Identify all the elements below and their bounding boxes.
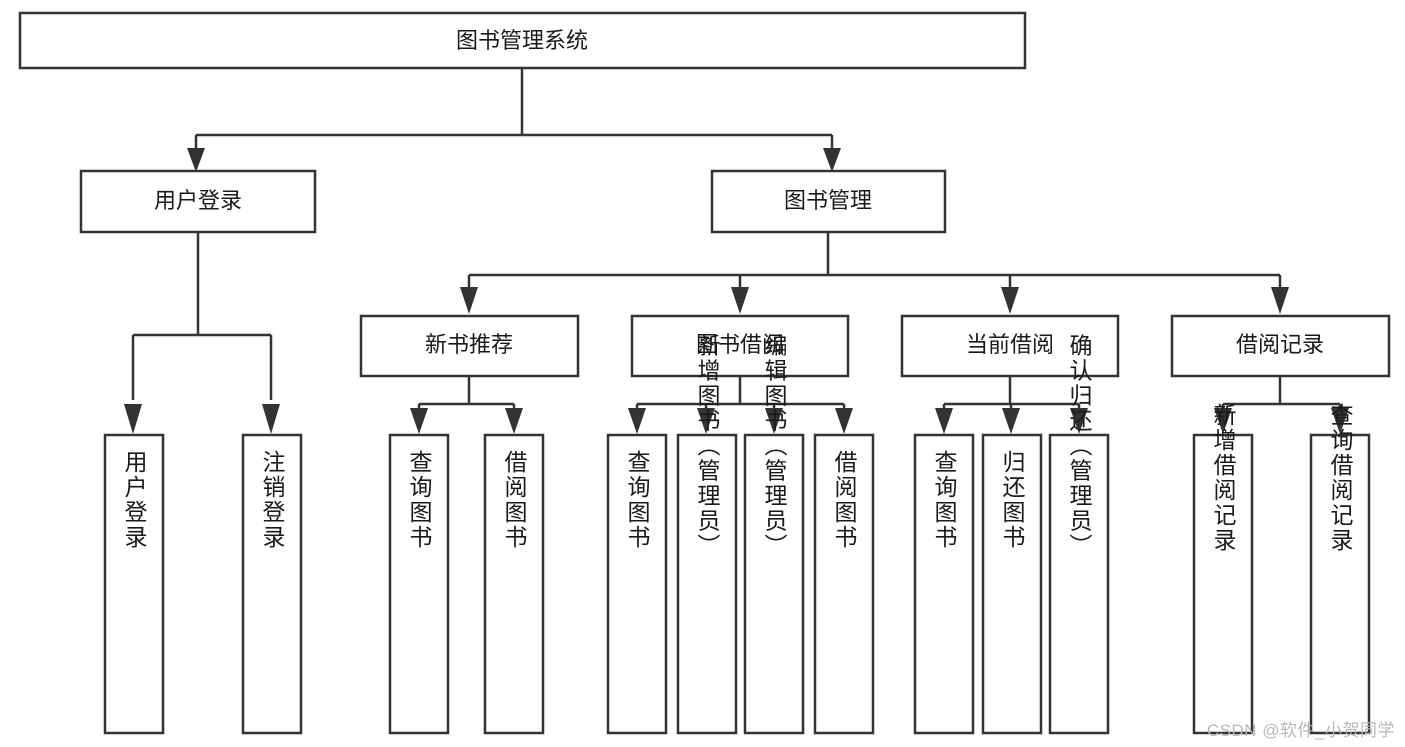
node-root[interactable]: 图书管理系统 [18,11,1027,70]
node-leaf-confirm-return-box[interactable] [1048,433,1110,735]
arrow-head-leaf-query-record [1331,408,1349,434]
node-leaf-query-book-3-label: 查询图书 [931,450,958,550]
node-leaf-borrow-book-1-box[interactable] [483,433,545,735]
edge-group-new-book-rec-to-leaves [410,376,523,434]
edge-group-user-login-to-leaves [124,232,280,434]
edge-user-login-branch [131,232,273,400]
node-book-borrow[interactable]: 图书借阅 [630,314,850,378]
node-current-borrow[interactable]: 当前借阅 [900,314,1120,378]
node-new-book-rec-box[interactable] [359,314,580,378]
node-leaf-borrow-book-2[interactable]: 借阅图书 [813,433,875,735]
node-borrow-record[interactable]: 借阅记录 [1170,314,1391,378]
edge-group-current-borrow-to-leaves [935,376,1088,434]
node-borrow-record-label: 借阅记录 [1236,332,1324,357]
arrow-head-current-borrow [1001,287,1019,314]
node-leaf-query-record-box[interactable] [1309,433,1371,735]
node-leaf-add-record-label: 新增借阅记录 [1210,403,1237,553]
arrow-head-leaf-borrow-book-2 [835,408,853,434]
node-leaf-add-record-box[interactable] [1192,433,1254,735]
node-leaf-user-login-box[interactable] [103,433,165,735]
node-book-manage-box[interactable] [710,169,947,234]
node-new-book-rec-label: 新书推荐 [425,332,513,357]
edge-group-book-borrow-to-leaves [628,376,853,434]
node-leaf-query-book-3[interactable]: 查询图书 [913,433,975,735]
node-user-login[interactable]: 用户登录 [79,169,317,234]
arrow-head-user-login [187,148,205,172]
node-leaf-edit-book-label: 编辑图书（管理员） [761,334,788,559]
node-leaf-borrow-book-2-label: 借阅图书 [831,450,858,550]
arrow-head-leaf-borrow-book-1 [505,408,523,434]
node-leaf-confirm-return-label: 确认归还（管理员） [1066,334,1093,559]
node-book-manage-label: 图书管理 [784,188,872,213]
node-leaf-user-login[interactable]: 用户登录 [103,433,165,735]
node-leaf-add-book-box[interactable] [676,433,738,735]
node-leaf-query-record[interactable]: 查询借阅记录 [1309,403,1371,735]
node-current-borrow-label: 当前借阅 [966,332,1054,357]
arrow-head-book-borrow [731,287,749,314]
node-new-book-rec[interactable]: 新书推荐 [359,314,580,378]
node-leaf-borrow-book-2-box[interactable] [813,433,875,735]
arrow-head-leaf-logout [262,404,280,434]
arrow-head-leaf-query-book-1 [410,408,428,434]
node-leaf-return-book-box[interactable] [981,433,1043,735]
node-leaf-return-book-label: 归还图书 [999,450,1026,550]
arrow-head-leaf-return-book [1002,408,1020,434]
node-current-borrow-box[interactable] [900,314,1120,378]
csdn-watermark: CSDN @软件_小贺同学 [1206,721,1395,740]
arrow-head-book-manage [823,148,841,172]
node-leaf-edit-book[interactable]: 编辑图书（管理员） [743,334,805,735]
node-book-borrow-box[interactable] [630,314,850,378]
edge-group-borrow-record-to-leaves [1214,376,1349,434]
arrow-head-leaf-edit-book [765,408,783,434]
node-user-login-box[interactable] [79,169,317,234]
node-leaf-query-book-1-label: 查询图书 [406,450,433,550]
edge-book-manage-branch [467,232,1282,290]
node-leaf-add-book[interactable]: 新增图书（管理员） [676,334,738,735]
node-leaf-return-book[interactable]: 归还图书 [981,433,1043,735]
edge-root-branch [194,68,834,155]
edge-book-borrow-branch [635,376,846,412]
node-leaf-borrow-book-1[interactable]: 借阅图书 [483,433,545,735]
edge-new-book-rec-branch [417,376,516,412]
arrow-head-leaf-add-record [1214,408,1232,434]
node-leaf-query-book-2[interactable]: 查询图书 [606,433,668,735]
node-leaf-add-record[interactable]: 新增借阅记录 [1192,403,1254,735]
node-leaf-edit-book-box[interactable] [743,433,805,735]
edge-current-borrow-branch [942,376,1081,412]
node-leaf-add-book-label: 新增图书（管理员） [694,334,721,559]
arrow-head-leaf-query-book-2 [628,408,646,434]
arrow-head-leaf-query-book-3 [935,408,953,434]
node-leaf-logout-label: 注销登录 [259,450,286,550]
node-leaf-query-book-1[interactable]: 查询图书 [388,433,450,735]
edge-group-book-manage-to-level3 [460,232,1289,314]
node-leaf-logout[interactable]: 注销登录 [241,433,303,735]
node-leaf-query-book-2-label: 查询图书 [624,450,651,550]
arrow-head-leaf-confirm-return [1070,408,1088,434]
node-root-box[interactable] [18,11,1027,70]
arrow-head-leaf-user-login [124,404,142,434]
node-leaf-logout-box[interactable] [241,433,303,735]
node-root-label: 图书管理系统 [456,28,588,53]
node-leaf-query-record-label: 查询借阅记录 [1327,403,1354,553]
edge-borrow-record-branch [1221,376,1342,412]
arrow-head-new-book-rec [460,287,478,314]
arrow-head-leaf-add-book [697,408,715,434]
node-leaf-query-book-1-box[interactable] [388,433,450,735]
node-book-manage[interactable]: 图书管理 [710,169,947,234]
node-leaf-borrow-book-1-label: 借阅图书 [501,450,528,550]
node-book-borrow-label: 图书借阅 [696,332,784,357]
node-leaf-user-login-label: 用户登录 [121,450,148,550]
node-leaf-query-book-2-box[interactable] [606,433,668,735]
node-leaf-query-book-3-box[interactable] [913,433,975,735]
node-leaf-confirm-return[interactable]: 确认归还（管理员） [1048,334,1110,735]
edge-group-root-to-level2 [187,68,841,172]
node-user-login-label: 用户登录 [154,188,242,213]
arrow-head-borrow-record [1271,287,1289,314]
node-borrow-record-box[interactable] [1170,314,1391,378]
